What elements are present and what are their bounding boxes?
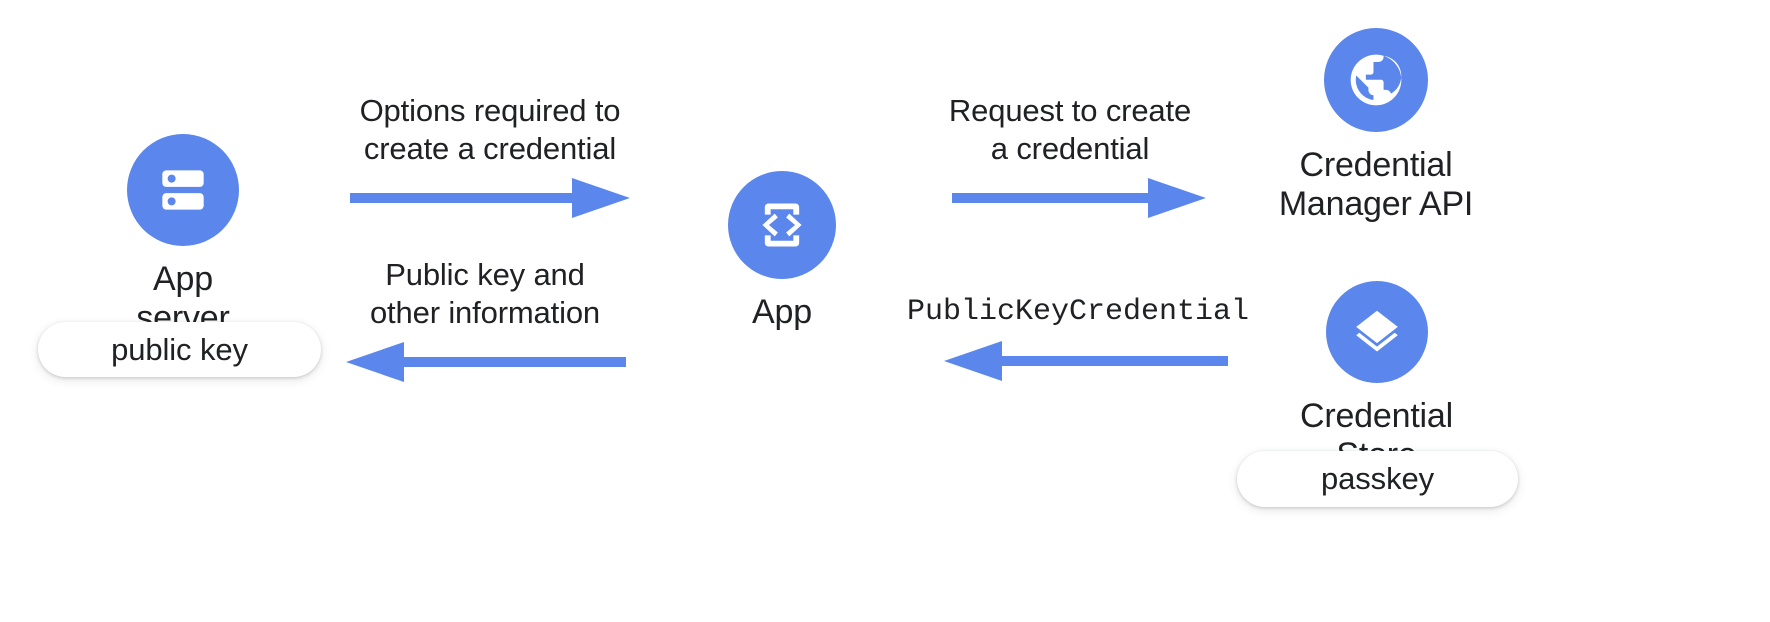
node-credential-store: Credential Store xyxy=(1259,281,1494,475)
globe-icon xyxy=(1324,28,1428,132)
flow-store-to-app: PublicKeyCredential xyxy=(907,294,1249,383)
node-credential-manager-api: Credential Manager API xyxy=(1270,28,1482,224)
arrow-left-store-to-app xyxy=(944,340,1228,381)
arrow-left-app-to-server xyxy=(346,341,626,382)
node-label-credential-manager-api: Credential Manager API xyxy=(1278,146,1474,223)
public-key-chip: public key xyxy=(38,322,321,377)
server-icon xyxy=(127,134,239,246)
node-app: App xyxy=(727,171,837,332)
flow-app-to-server: Public key and other information xyxy=(335,256,635,384)
flow-label-store-to-app: PublicKeyCredential xyxy=(906,295,1250,329)
passkey-chip: passkey xyxy=(1237,451,1518,507)
arrow-right-app-to-api xyxy=(952,177,1206,218)
flow-label-app-to-api: Request to create a credential xyxy=(948,93,1192,166)
flow-app-to-api: Request to create a credential xyxy=(920,92,1220,220)
flow-label-app-to-server: Public key and other information xyxy=(369,257,601,330)
arrow-right-server-to-app xyxy=(350,177,630,218)
flow-label-server-to-app: Options required to create a credential xyxy=(359,93,621,166)
node-label-app: App xyxy=(752,293,812,331)
flow-server-to-app: Options required to create a credential xyxy=(340,92,640,220)
mobile-code-icon xyxy=(728,171,836,279)
node-app-server: App server xyxy=(113,134,253,338)
passkey-chip-label: passkey xyxy=(1320,461,1435,496)
public-key-chip-label: public key xyxy=(111,331,248,367)
layers-icon xyxy=(1325,281,1428,383)
